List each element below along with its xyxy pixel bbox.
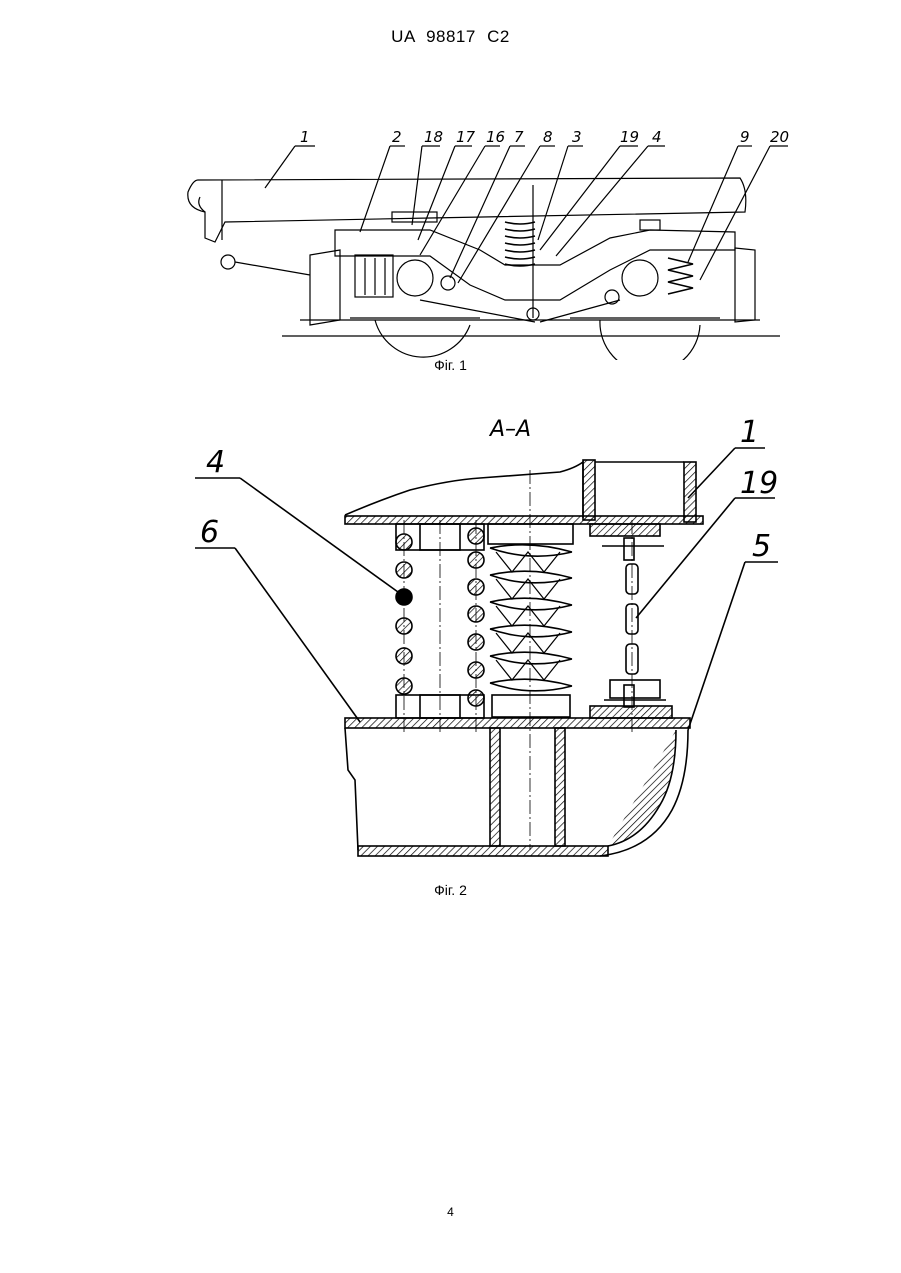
fig2-callout-1: 1 (740, 415, 759, 450)
page-number: 4 (0, 1205, 901, 1219)
fig1-callout-8: 8 (543, 128, 553, 146)
fig1-callout-4: 4 (652, 128, 662, 146)
fig1-callout-3: 3 (572, 128, 582, 146)
fig1-callout-19: 19 (620, 128, 639, 146)
fig1-callout-9: 9 (740, 128, 750, 146)
fig1-callout-16: 16 (486, 128, 505, 146)
fig1-callout-17: 17 (456, 128, 476, 146)
figure-2-drawing: A–A 4 6 1 19 5 (0, 400, 901, 880)
fig1-callout-2: 2 (392, 128, 402, 146)
fig2-callout-5: 5 (752, 529, 771, 564)
fig2-callout-6: 6 (200, 515, 219, 550)
fig1-callout-18: 18 (424, 128, 443, 146)
fig1-callout-7: 7 (514, 128, 524, 146)
figure-2-caption: Фіг. 2 (0, 882, 901, 898)
fig1-callout-1: 1 (300, 128, 310, 146)
figure-1-drawing: 1 2 18 17 16 7 8 3 19 4 9 20 (0, 0, 901, 360)
fig1-callout-20: 20 (770, 128, 789, 146)
fig2-section-label: A–A (488, 417, 531, 442)
fig2-callout-19: 19 (740, 466, 778, 501)
figure-1-caption: Фіг. 1 (0, 357, 901, 373)
fig2-callout-4: 4 (206, 445, 225, 480)
